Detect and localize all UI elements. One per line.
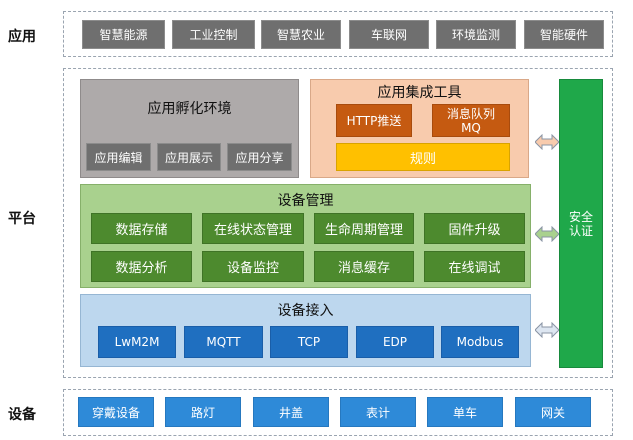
- device-item: 网关: [515, 397, 591, 427]
- device-item: 路灯: [165, 397, 241, 427]
- app-item: 智能硬件: [524, 20, 604, 49]
- mgmt-item: 固件升级: [424, 213, 525, 244]
- app-item: 智慧能源: [82, 20, 165, 49]
- app-item: 工业控制: [172, 20, 255, 49]
- mgmt-item: 在线状态管理: [202, 213, 304, 244]
- layer-label-app: 应用: [8, 29, 36, 45]
- rules-bar: 规则: [336, 143, 510, 171]
- protocol-chip: LwM2M: [98, 326, 176, 358]
- mgmt-item: 消息缓存: [314, 251, 414, 282]
- incubator-item: 应用分享: [227, 143, 292, 171]
- mgmt-item: 生命周期管理: [314, 213, 414, 244]
- integration-title: 应用集成工具: [377, 85, 462, 101]
- rules-label: 规则: [409, 151, 436, 167]
- device-item: 井盖: [253, 397, 329, 427]
- double-arrow-mgmt: [535, 226, 559, 242]
- incubator-title: 应用孵化环境: [147, 101, 232, 117]
- mgmt-item: 在线调试: [424, 251, 525, 282]
- app-item: 环境监测: [436, 20, 516, 49]
- message-queue-chip: 消息队列 MQ: [432, 104, 510, 137]
- double-arrow-access: [535, 322, 559, 338]
- double-arrow-integration: [535, 134, 559, 150]
- device-item: 单车: [427, 397, 503, 427]
- layer-label-platform: 平台: [8, 211, 36, 227]
- device-item: 表计: [340, 397, 416, 427]
- mgmt-item: 设备监控: [202, 251, 304, 282]
- http-push-chip: HTTP推送: [336, 104, 412, 137]
- protocol-chip: Modbus: [441, 326, 519, 358]
- protocol-chip: TCP: [270, 326, 348, 358]
- security-label: 安全 认证: [568, 209, 593, 238]
- mgmt-item: 数据分析: [91, 251, 192, 282]
- protocol-chip: MQTT: [184, 326, 263, 358]
- device-access-title: 设备接入: [277, 303, 334, 319]
- app-item: 智慧农业: [261, 20, 341, 49]
- layer-label-device: 设备: [8, 407, 36, 423]
- mgmt-item: 数据存储: [91, 213, 192, 244]
- incubator-item: 应用编辑: [86, 143, 151, 171]
- device-mgmt-title: 设备管理: [277, 193, 334, 209]
- security-box: 安全 认证: [559, 79, 603, 368]
- device-item: 穿戴设备: [78, 397, 154, 427]
- app-item: 车联网: [349, 20, 429, 49]
- incubator-item: 应用展示: [157, 143, 221, 171]
- protocol-chip: EDP: [356, 326, 434, 358]
